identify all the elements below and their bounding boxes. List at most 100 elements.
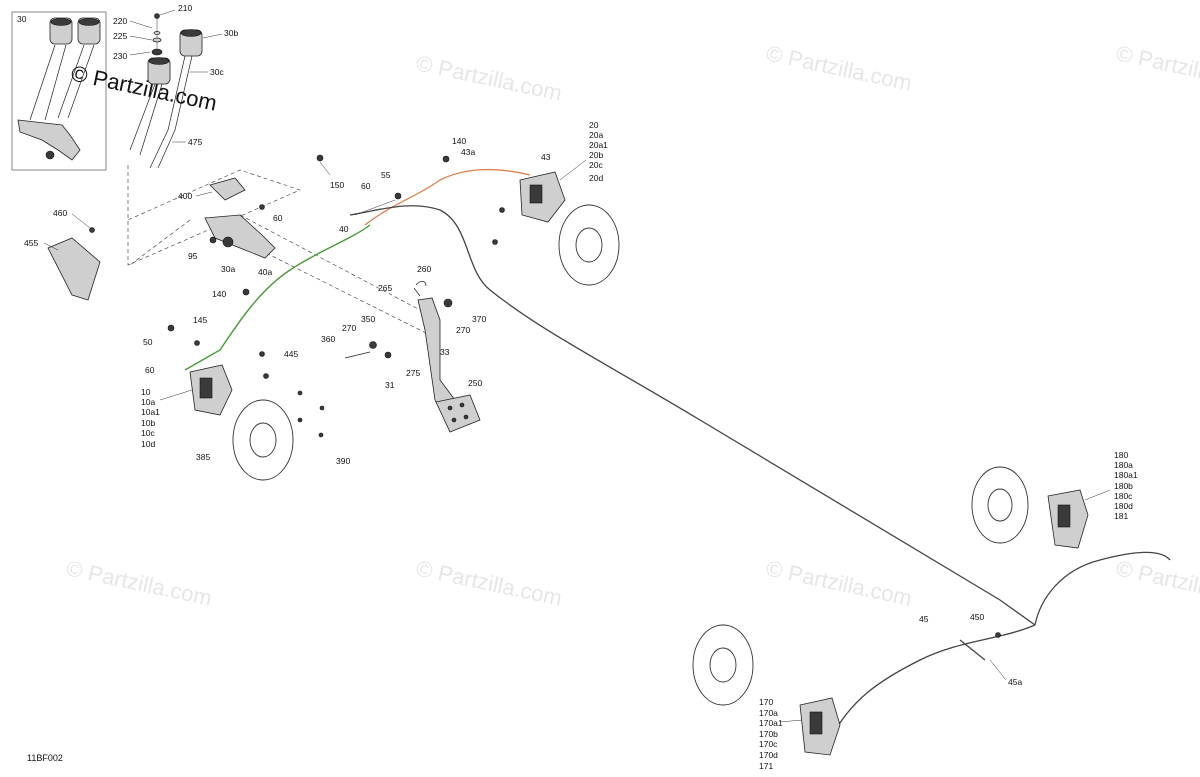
- bolt-445: [263, 373, 269, 379]
- callout-60: 60: [145, 365, 155, 375]
- callout-group-10: 10 10a 10a1 10b 10c 10d: [141, 387, 160, 449]
- callout: 180a: [1114, 460, 1133, 470]
- callout-50: 50: [143, 337, 153, 347]
- callout: 20a: [589, 130, 603, 140]
- callout-31: 31: [385, 380, 395, 390]
- bolt-55: [394, 192, 402, 200]
- callout-45a: 45a: [1008, 677, 1022, 687]
- pad: [529, 184, 543, 204]
- callout: 180: [1114, 450, 1128, 460]
- callout-230: 230: [113, 51, 127, 61]
- caliper-20: [519, 171, 566, 223]
- watermark: © Partzilla.com: [1114, 40, 1200, 95]
- bolt-390: [319, 405, 325, 411]
- cap: [148, 57, 170, 65]
- brake-line-45: [829, 624, 1036, 741]
- screw-460: [89, 227, 95, 233]
- inset-frame: [11, 11, 107, 171]
- rear-right-hose: [1034, 551, 1171, 626]
- callout-220: 220: [113, 16, 127, 26]
- brake-pedal-assembly: 260 265 370 270 270 350 360 33 31 275 25…: [321, 264, 486, 433]
- bolt-360: [344, 351, 371, 359]
- disc-hub: [987, 488, 1013, 522]
- reservoir-cap: [78, 18, 100, 26]
- callout-145: 145: [193, 315, 207, 325]
- callout-265: 265: [378, 283, 392, 293]
- callout: 20b: [589, 150, 603, 160]
- callout: 180d: [1114, 501, 1133, 511]
- callout-30b: 30b: [224, 28, 238, 38]
- clip-43a: [442, 155, 450, 163]
- callout-140: 140: [212, 289, 226, 299]
- brake-line-45a: [959, 639, 986, 661]
- callout-475: 475: [188, 137, 202, 147]
- callout-45: 45: [919, 614, 929, 624]
- pad: [809, 711, 823, 735]
- bracket-400: [209, 177, 246, 201]
- callout-55: 55: [381, 170, 391, 180]
- callout: 171: [759, 761, 773, 771]
- bushing-350: [369, 341, 377, 349]
- callout-150: 150: [330, 180, 344, 190]
- callout-360: 360: [321, 334, 335, 344]
- callout: 170a1: [759, 718, 783, 728]
- watermark: © Partzilla.com: [764, 555, 914, 610]
- disc: [692, 624, 754, 706]
- fitting: [222, 236, 234, 248]
- callout-33: 33: [440, 347, 450, 357]
- callout-30c: 30c: [210, 67, 224, 77]
- callout: 170b: [759, 729, 778, 739]
- brake-line-rear: [349, 205, 1036, 626]
- callout: 10: [141, 387, 151, 397]
- master-cylinder-assembly: 400 95 30a 60: [178, 177, 283, 274]
- fittings-lines: [319, 161, 396, 216]
- callout-group-170: 170 170a 170a1 170b 170c 170d 171: [759, 697, 783, 771]
- callout-40a: 40a: [258, 267, 272, 277]
- reservoir-cap: [50, 18, 72, 26]
- leader: [202, 33, 223, 39]
- disc: [971, 466, 1029, 544]
- callout: 10d: [141, 439, 155, 449]
- callout-60: 60: [273, 213, 283, 223]
- bolt: [459, 402, 465, 408]
- callout-225: 225: [113, 31, 127, 41]
- callout-250: 250: [468, 378, 482, 388]
- rear-left-brake: 45 450 45a 170 170a 170a1 170b 170c 170d…: [692, 612, 1036, 771]
- bolt-95: [209, 236, 217, 244]
- callout-210: 210: [178, 3, 192, 13]
- leaders: [129, 9, 176, 56]
- callout-40: 40: [339, 224, 349, 234]
- callout-group-20: 20 20a 20a1 20b 20c 20d: [589, 120, 608, 183]
- pad: [1057, 504, 1071, 528]
- watermark: © Partzilla.com: [1114, 555, 1200, 610]
- callout-group-180: 180 180a 180a1 180b 180c 180d 181: [1114, 450, 1138, 521]
- callout: 10a1: [141, 407, 160, 417]
- leaders: [43, 213, 91, 251]
- bolt-390: [297, 417, 303, 423]
- brake-line-43: [364, 168, 531, 226]
- watermark-group: © Partzilla.com © Partzilla.com © Partzi…: [64, 40, 1200, 610]
- front-left-brake: 50 145 60 445 10 10a 10a1 10b 10c 10d 38…: [141, 315, 350, 481]
- callout: 180a1: [1114, 470, 1138, 480]
- master-cylinder-30a: [204, 214, 276, 259]
- callout-390: 390: [336, 456, 350, 466]
- bolt-445: [259, 351, 265, 357]
- callout: 20: [589, 120, 599, 130]
- pad: [199, 377, 213, 399]
- clip-450: [995, 632, 1001, 638]
- callout-270: 270: [342, 323, 356, 333]
- reservoir-hoses: [29, 44, 95, 121]
- clip-145: [194, 340, 200, 346]
- callout: 10b: [141, 418, 155, 428]
- inset-label: 30: [17, 14, 27, 24]
- leader: [195, 191, 213, 197]
- callout: 170c: [759, 739, 778, 749]
- watermark-main: © Partzilla.com: [69, 60, 219, 115]
- leader: [779, 719, 803, 723]
- bolt-390: [318, 432, 324, 438]
- bolt-50: [167, 324, 175, 332]
- washer-220: [153, 31, 161, 35]
- callout-140: 140: [452, 136, 466, 146]
- cap: [180, 29, 202, 37]
